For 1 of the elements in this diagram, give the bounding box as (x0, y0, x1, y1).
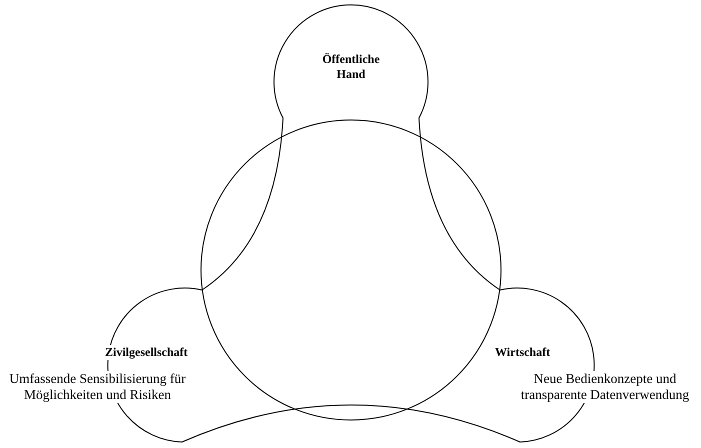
group-heading: Zivilgesellschaft (105, 345, 188, 360)
